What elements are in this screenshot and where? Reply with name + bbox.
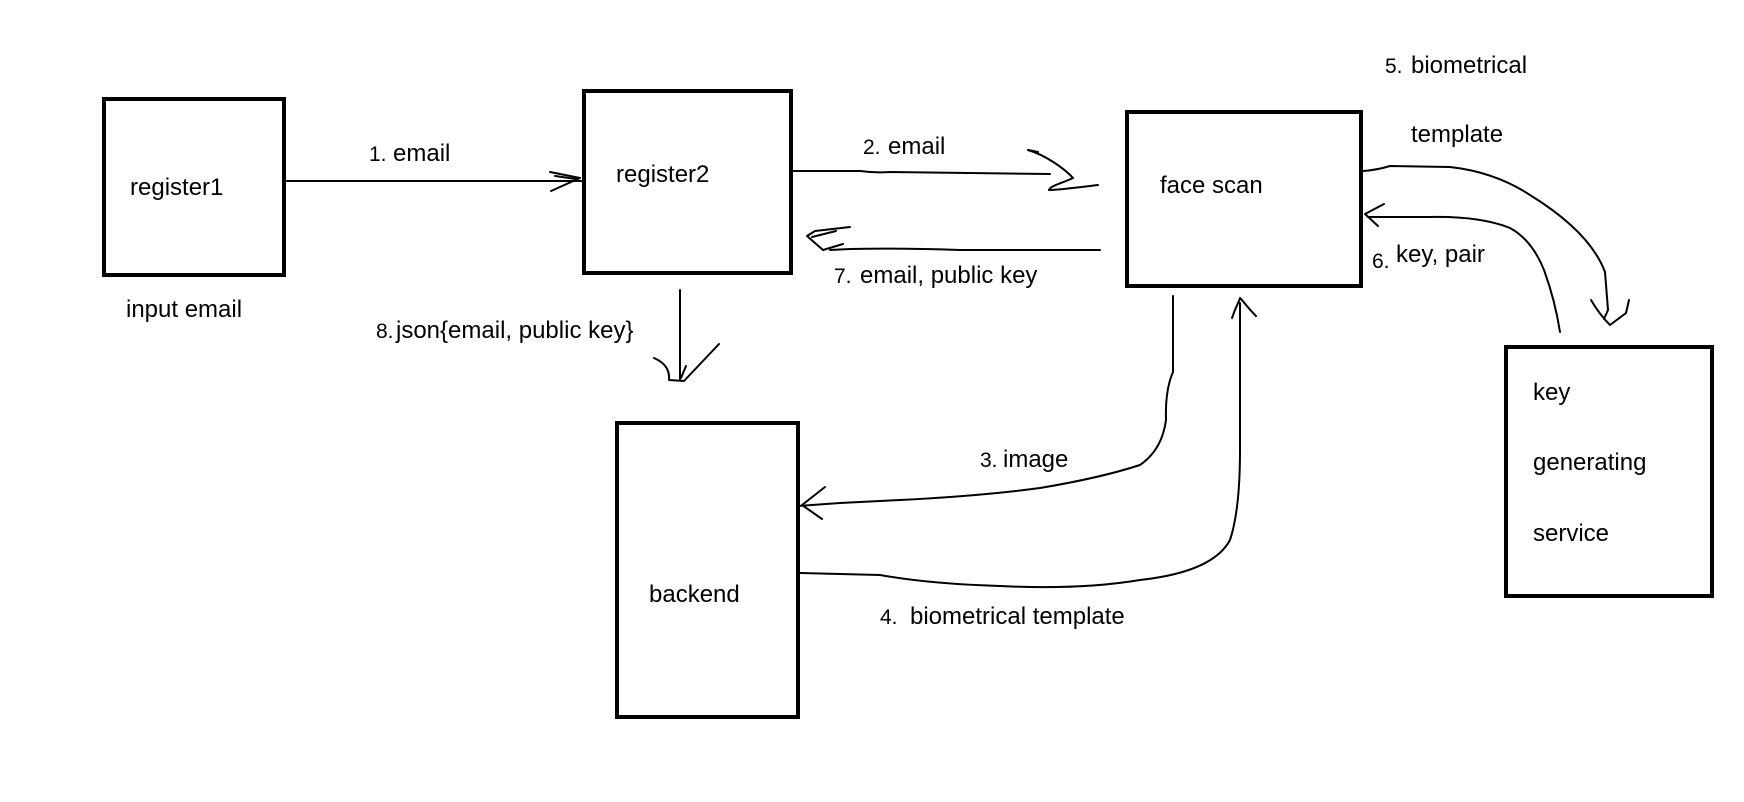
node-register1-caption: input email [126,296,242,323]
edge-4-label: biometrical template [910,603,1125,630]
edge-6-key-pair: 6. key, pair [1364,203,1561,333]
node-register1-label: register1 [130,174,223,201]
node-key-service-line-3: service [1533,520,1609,547]
edge-3-label: image [1003,446,1068,473]
edge-8-json: 8. json{email, public key} [376,289,720,382]
edge-7-label: email, public key [860,262,1037,289]
edge-1-number: 1. [369,143,387,166]
node-backend: backend [615,421,800,719]
node-key-generating-service: key generating service [1504,345,1714,598]
node-key-service-line-1: key [1533,379,1570,406]
node-face-scan: face scan [1125,110,1363,288]
edge-8-label: json{email, public key} [395,317,633,344]
edge-2-email: 2. email [791,133,1099,191]
edge-3-image: 3. image [797,295,1174,520]
edge-7-email-public-key: 7. email, public key [806,226,1101,289]
edge-6-number: 6. [1372,250,1390,273]
edge-4-number: 4. [880,606,898,629]
node-face-scan-label: face scan [1160,172,1263,199]
edge-1-email: 1. email [285,140,583,192]
edge-8-number: 8. [376,320,394,343]
edge-5-label-line-1: biometrical [1411,52,1527,79]
node-backend-label: backend [649,581,740,608]
node-register1: register1 input email [102,97,286,323]
edge-4-biometrical-template: 4. biometrical template [799,297,1257,630]
node-register2: register2 [582,89,793,275]
node-key-service-line-2: generating [1533,449,1646,476]
node-register2-label: register2 [616,161,709,188]
edge-3-number: 3. [980,449,998,472]
edge-1-label: email [393,140,450,167]
edge-2-number: 2. [863,136,881,159]
edge-2-label: email [888,133,945,160]
edge-5-label-line-2: template [1411,121,1503,148]
edge-6-label: key, pair [1396,241,1485,268]
edge-5-number: 5. [1385,55,1403,78]
edge-5-biometrical-template: 5. biometrical template [1362,52,1630,326]
edge-7-number: 7. [834,265,852,288]
